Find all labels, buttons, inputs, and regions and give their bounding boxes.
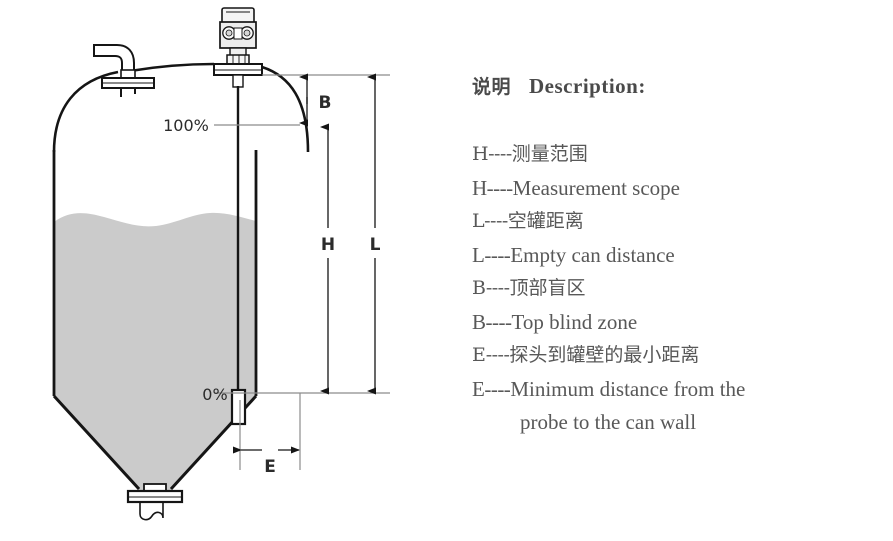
legend-entry-key: H----: [472, 175, 513, 200]
inlet-pipe: [93, 44, 135, 73]
label-dim-h: H: [321, 235, 335, 255]
label-dim-l: L: [370, 235, 381, 255]
legend-entry-key: B----: [472, 309, 512, 334]
transmitter-device-group: [213, 7, 263, 88]
liquid-fill-group: [54, 212, 256, 491]
legend-entry-text: 测量范围: [511, 143, 588, 165]
legend-entry-text: 探头到罐壁的最小距离: [509, 344, 700, 366]
legend-entry: L----Empty can distance: [472, 239, 892, 273]
legend-entry: H----测量范围: [472, 138, 892, 172]
legend-entry-key: E----: [472, 344, 510, 366]
label-level-bottom: 0%: [202, 385, 227, 404]
legend-entry: E----探头到罐壁的最小距离: [472, 339, 892, 373]
dimension-arrows: [233, 73, 376, 454]
tank-dome-right-curve: [261, 65, 310, 153]
label-dim-b: B: [319, 93, 332, 113]
legend-entry: E----Minimum distance from the: [472, 373, 892, 407]
legend-entry: H----Measurement scope: [472, 172, 892, 206]
legend-entry-key: L----: [472, 242, 511, 267]
legend-entry-text: Top blind zone: [511, 309, 638, 334]
transmitter-left-dial-inner-icon: [225, 29, 233, 37]
legend-entry-key: L----: [472, 210, 508, 232]
bottom-outlet-group: [126, 483, 184, 521]
legend-entry-text: probe to the can wall: [520, 410, 697, 434]
legend-entry: L----空罐距离: [472, 205, 892, 239]
legend-entry-text: Measurement scope: [512, 175, 680, 200]
transmitter-right-dial-inner-icon: [243, 29, 251, 37]
legend-entry: B----Top blind zone: [472, 306, 892, 340]
legend-title-cn: 说明: [472, 76, 512, 98]
tank-dome-left: [52, 70, 119, 153]
liquid-body-fill: [54, 212, 256, 491]
tank-cone-left: [52, 394, 141, 491]
tank-outline-group: [52, 62, 310, 491]
probe-group: [230, 86, 247, 426]
tank-level-diagram: 100% 0% B H L E: [52, 7, 390, 521]
legend-title: 说明 Description:: [472, 72, 646, 99]
legend-entry: B----顶部盲区: [472, 272, 892, 306]
legend-entry-text: Empty can distance: [510, 242, 675, 267]
legend-entry-key: E----: [472, 376, 511, 401]
legend-title-en: Description:: [529, 74, 646, 98]
outlet-drain-icon: [139, 502, 164, 521]
legend-entry-key: H----: [472, 143, 512, 165]
legend-entry-text: 顶部盲区: [509, 277, 586, 299]
legend-entry: probe to the can wall: [472, 406, 892, 440]
legend-entry-text: 空罐距离: [507, 210, 584, 232]
label-level-top: 100%: [163, 116, 209, 135]
legend-entry-text: Minimum distance from the: [510, 376, 746, 401]
tank-dome-center: [129, 62, 215, 73]
probe-weight: [230, 388, 247, 426]
label-dim-e: E: [264, 457, 276, 477]
legend-entry-key: B----: [472, 277, 510, 299]
inlet-nozzle-group: [93, 44, 155, 97]
probe-sleeve: [232, 74, 244, 88]
transmitter-display: [233, 27, 243, 40]
